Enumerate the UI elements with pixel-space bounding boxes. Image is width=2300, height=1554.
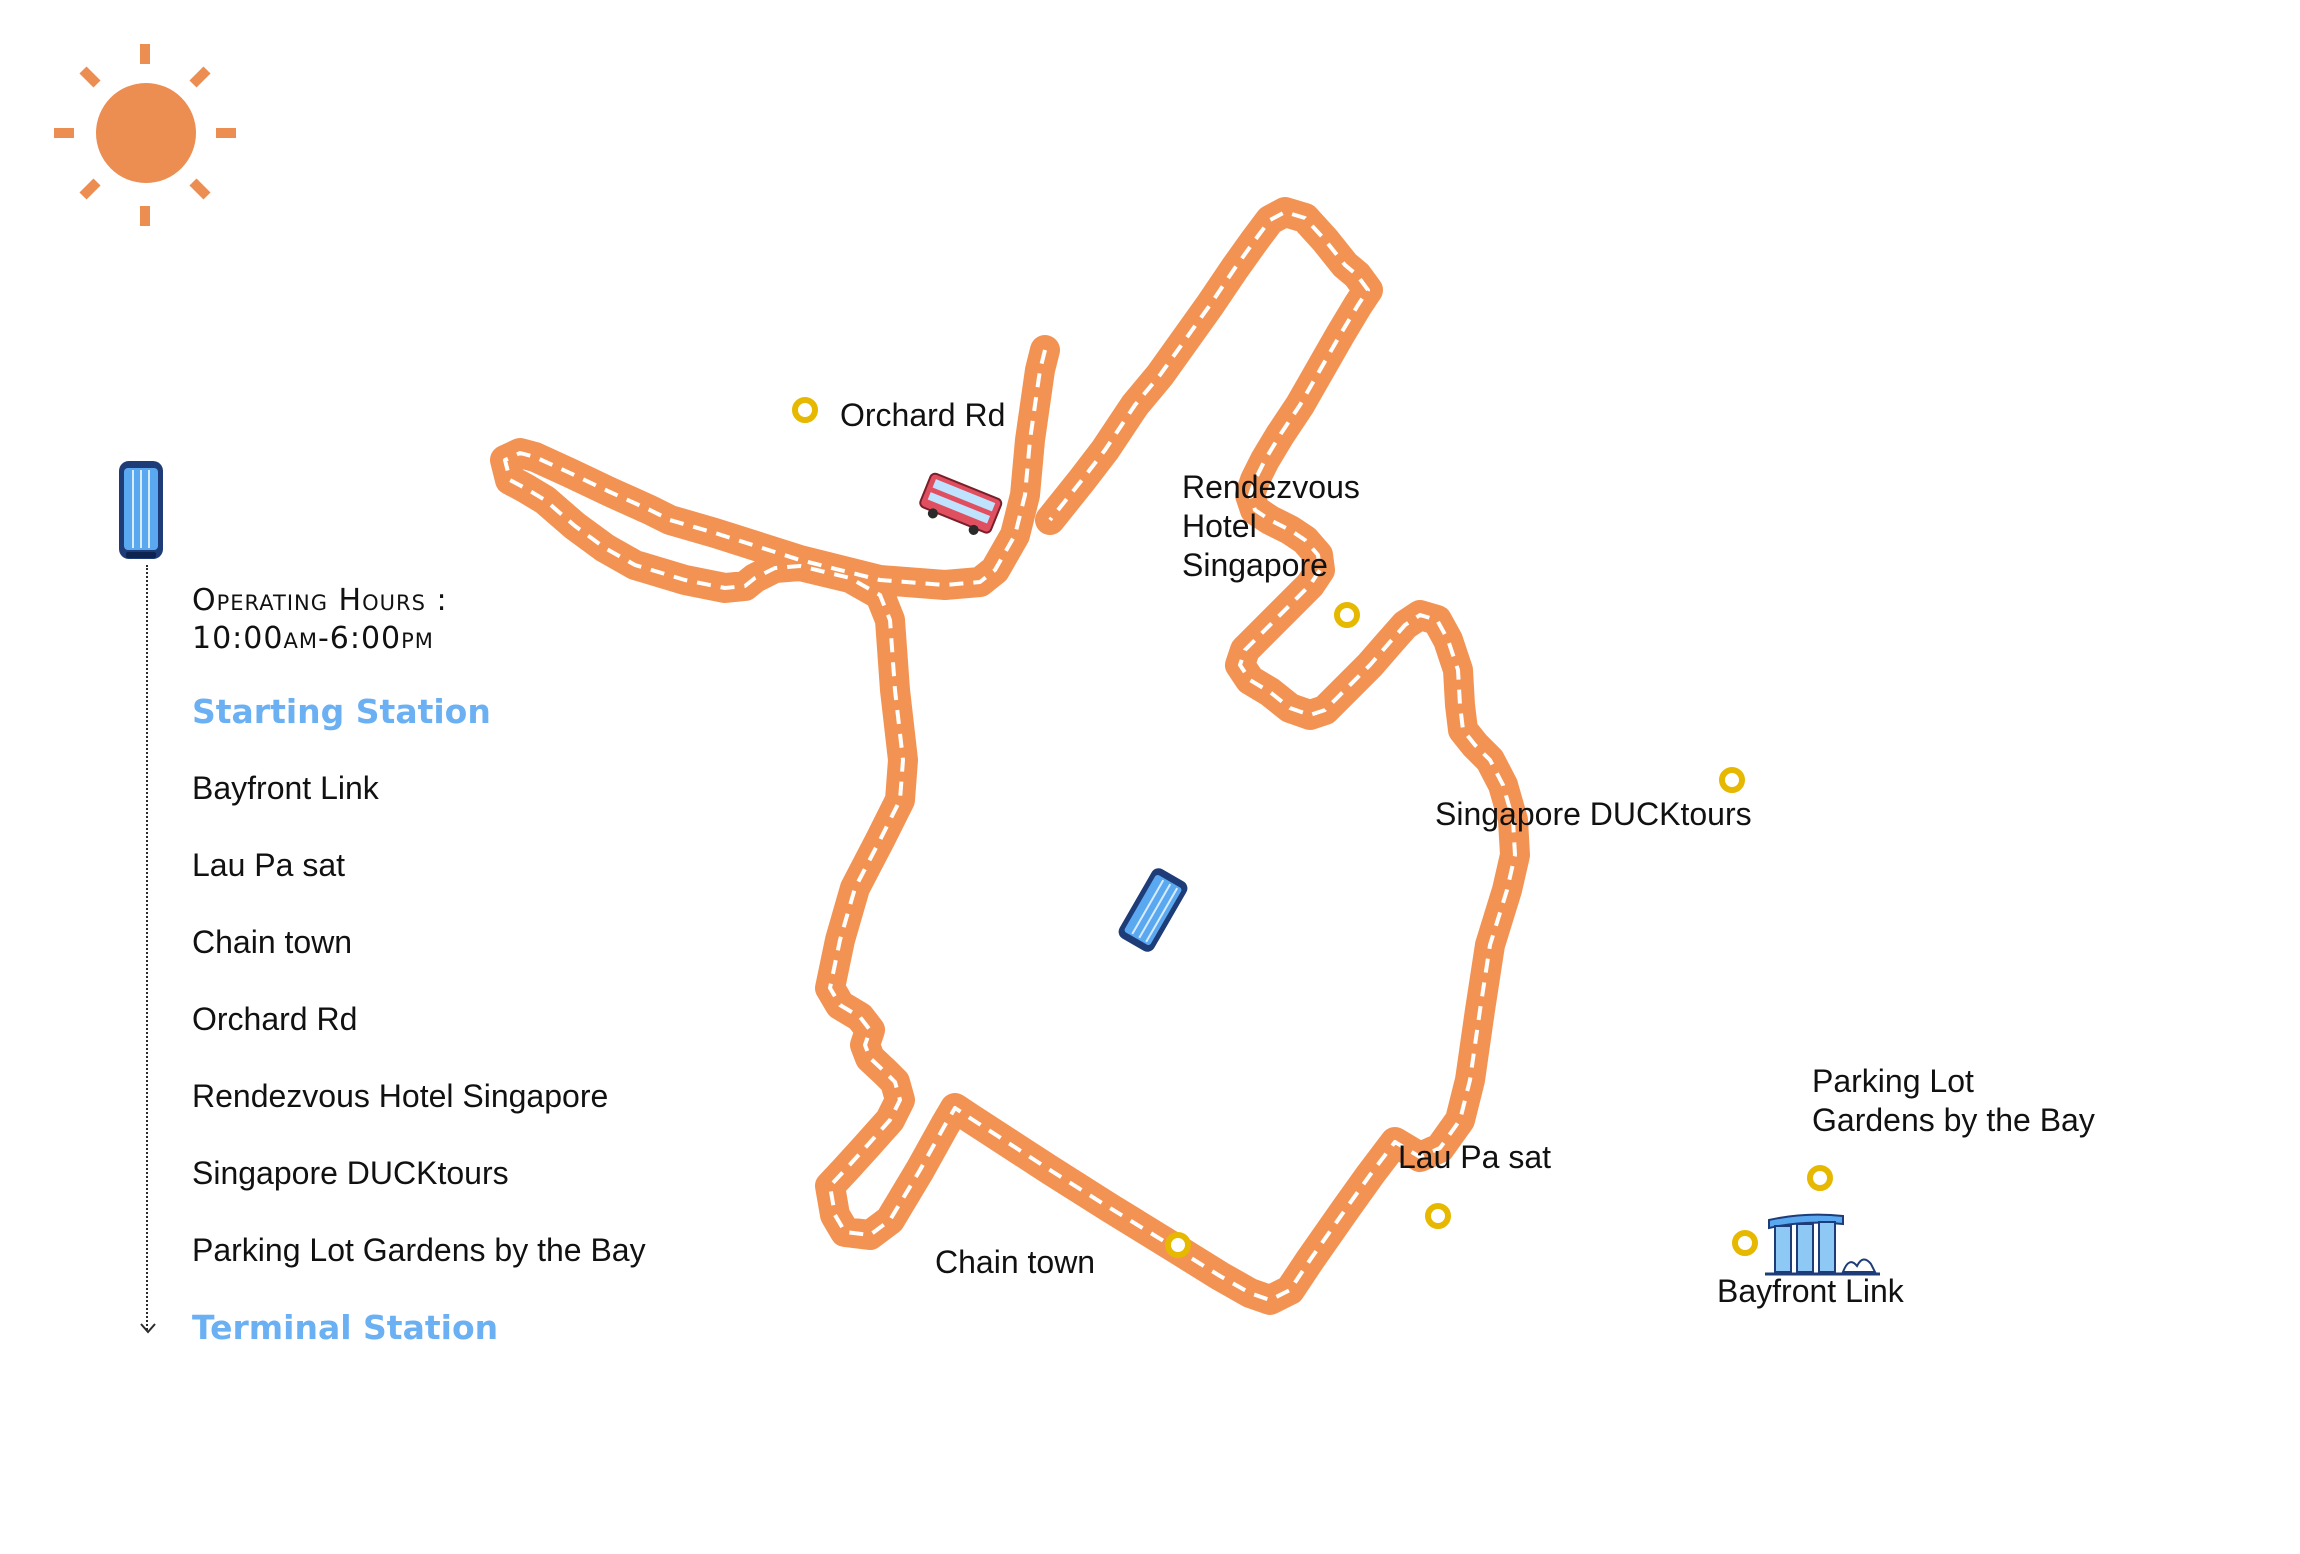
stop-marker-rendezvous[interactable] (1334, 602, 1360, 628)
map-label-bayfront: Bayfront Link (1717, 1273, 1904, 1309)
station-list-item: Parking Lot Gardens by the Bay (192, 1232, 646, 1268)
map-label-parking: Parking Lot Gardens by the Bay (1812, 1063, 2095, 1138)
bus-on-route-icon (1118, 868, 1188, 952)
station-list-item: Singapore DUCKtours (192, 1155, 509, 1191)
station-list-item: Lau Pa sat (192, 847, 345, 883)
stop-marker-parking[interactable] (1807, 1165, 1833, 1191)
stop-marker-ducktours[interactable] (1719, 767, 1745, 793)
map-label-chaintown: Chain town (935, 1244, 1096, 1280)
stop-marker-orchard[interactable] (792, 397, 818, 423)
double-decker-bus-icon (919, 472, 1003, 535)
map-label-laupasat: Lau Pa sat (1398, 1139, 1551, 1175)
operating-hours: Operating Hours : 10:00am-6:00pm (192, 582, 448, 658)
route-path (490, 197, 1530, 1315)
route-timeline-line (146, 565, 148, 1330)
starting-station-heading: Starting Station (192, 692, 491, 731)
map-label-rendezvous: Rendezvous Hotel Singapore (1182, 469, 1360, 583)
terminal-station-heading: Terminal Station (192, 1308, 499, 1347)
station-list-item: Chain town (192, 924, 353, 960)
station-list-item: Rendezvous Hotel Singapore (192, 1078, 609, 1114)
operating-hours-label: Operating Hours : (192, 583, 448, 618)
map-label-ducktours: Singapore DUCKtours (1435, 796, 1752, 832)
operating-hours-value: 10:00am-6:00pm (192, 621, 434, 656)
map-label-orchard: Orchard Rd (840, 397, 1006, 433)
stop-marker-laupasat[interactable] (1425, 1203, 1451, 1229)
station-list-item: Bayfront Link (192, 770, 379, 806)
bus-icon (119, 461, 163, 559)
station-list-item: Orchard Rd (192, 1001, 358, 1037)
station-list: Bayfront Link Lau Pa sat Chain town Orch… (192, 770, 646, 1309)
marina-bay-sands-icon (1765, 1213, 1880, 1276)
arrow-down-icon (140, 1323, 156, 1334)
stop-marker-chaintown[interactable] (1165, 1232, 1191, 1258)
sun-icon (54, 44, 236, 226)
stop-marker-bayfront[interactable] (1732, 1230, 1758, 1256)
